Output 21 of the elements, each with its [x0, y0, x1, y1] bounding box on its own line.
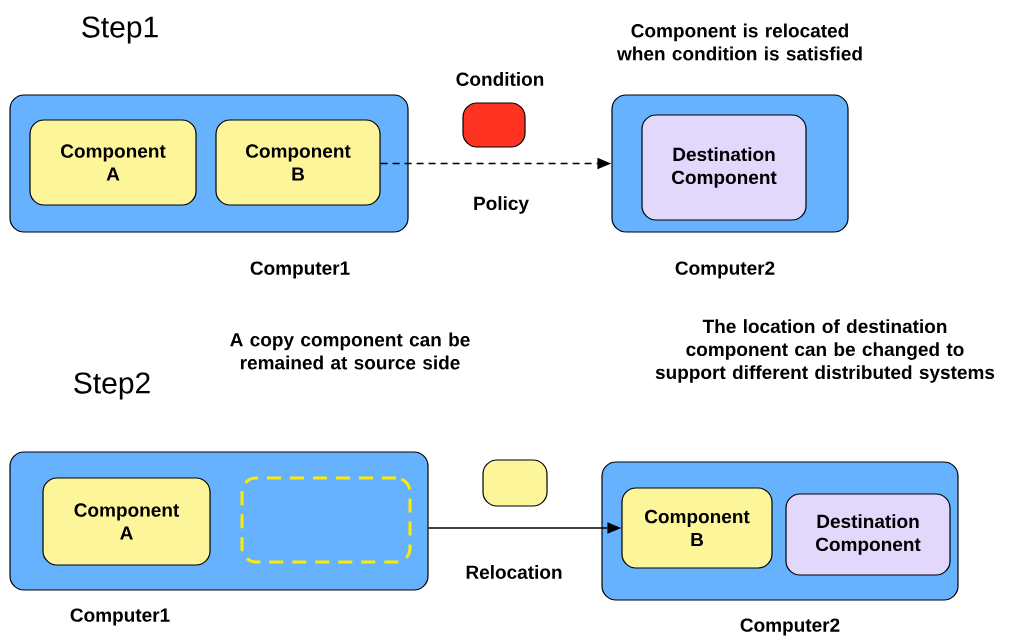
- edge-label: Relocation: [463, 563, 565, 581]
- note-text: The location of destination component can be changed to support different distributed systems: [655, 319, 995, 383]
- step-heading: Step1: [82, 16, 158, 44]
- node-label: Computer2: [675, 261, 775, 279]
- node-label: Computer1: [70, 608, 170, 626]
- condition-box: Condition: [456, 72, 544, 148]
- component-box: Component B: [215, 119, 381, 206]
- component-box: [482, 459, 548, 507]
- node-label: Computer1: [250, 261, 350, 279]
- component-box: Component A: [42, 477, 211, 566]
- edge-label: Policy: [471, 194, 531, 216]
- component-box: Destination Component: [785, 493, 951, 576]
- placeholder-box: [240, 476, 412, 564]
- component-box: Destination Component: [641, 114, 807, 221]
- component-box: Component A: [29, 119, 197, 206]
- note-text: A copy component can be remained at source side: [230, 332, 470, 370]
- node-label: Condition: [456, 72, 544, 86]
- node-label: Computer2: [740, 618, 840, 636]
- note-text: Component is relocated when condition is satisfied: [616, 23, 862, 61]
- component-box: Component B: [621, 487, 773, 569]
- step-heading: Step2: [74, 372, 150, 400]
